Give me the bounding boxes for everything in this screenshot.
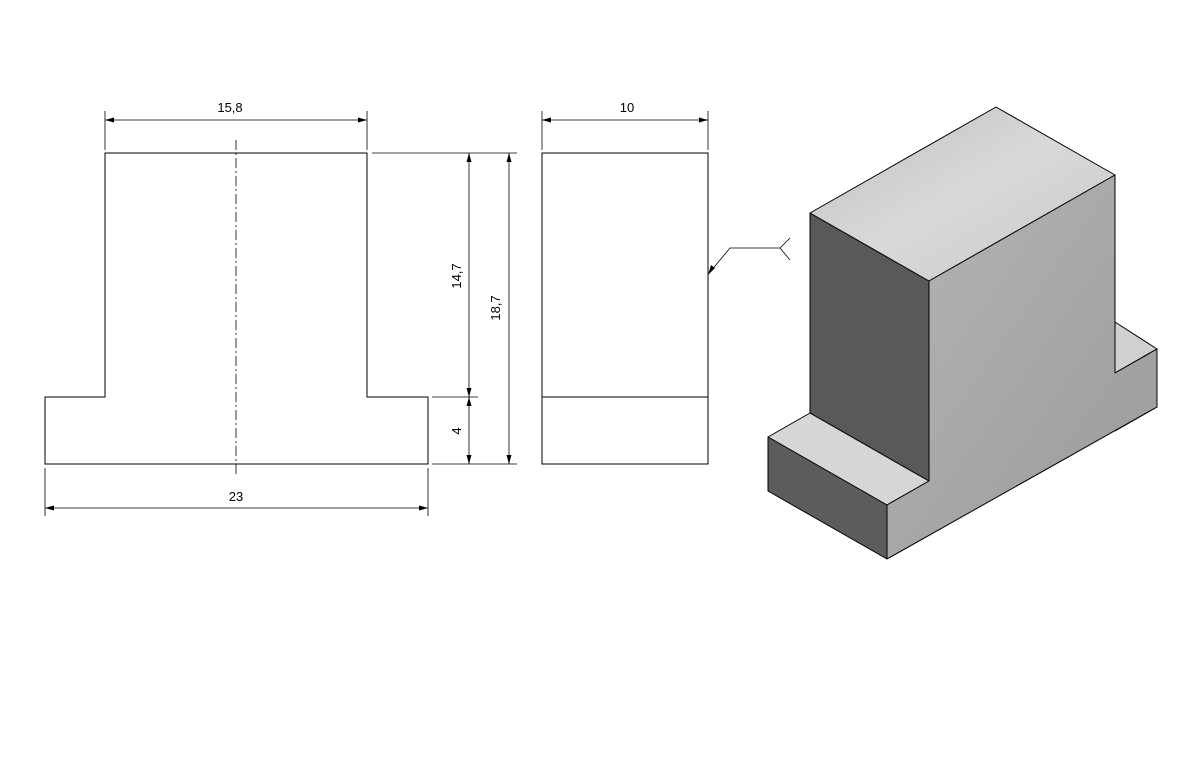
isometric-view: [767, 106, 1158, 560]
dimension-side-width-label: 10: [620, 100, 634, 115]
dimension-base-height-label: 4: [449, 427, 464, 434]
front-view-outline: [44, 152, 429, 465]
surface-finish-symbol: [708, 237, 791, 275]
vertical-extension-lines: [372, 152, 517, 465]
dimension-base-height: 4: [449, 397, 472, 464]
dimension-base-width-label: 23: [229, 489, 243, 504]
front-view: [44, 140, 429, 474]
dimension-top-width-label: 15,8: [217, 100, 242, 115]
dimension-top-width: 15,8: [104, 100, 368, 150]
iso-block-right-face: [886, 174, 1158, 560]
side-view-outline: [541, 152, 709, 465]
dimension-side-width: 10: [541, 100, 709, 150]
side-view: [541, 152, 709, 465]
dimension-upper-height-label: 14,7: [449, 263, 464, 288]
dimension-total-height-label: 18,7: [488, 295, 503, 320]
dimension-total-height: 18,7: [488, 153, 512, 464]
dimension-upper-height: 14,7: [449, 153, 472, 397]
dimension-base-width: 23: [44, 468, 429, 516]
